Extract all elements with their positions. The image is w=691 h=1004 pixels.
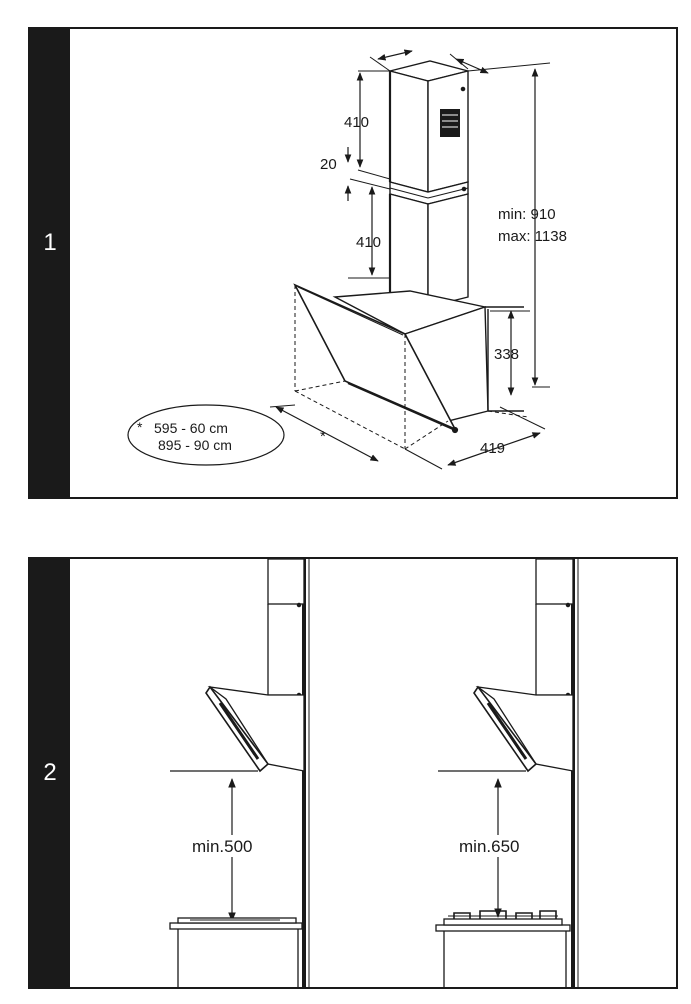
width-note: * 595 - 60 cm 895 - 90 cm [127,404,285,466]
dim-depth: 419 [480,440,505,457]
dim-body-height: 338 [494,346,519,363]
clearance-scene-electric [169,559,310,987]
clearance-label-electric-bg [192,835,274,857]
hood-dimensions-diagram: 410 20 410 min: 910 max: 1138 338 419 * … [127,49,567,470]
dim-upper-chimney: 410 [344,114,369,131]
step-2-panel: 2 [28,557,678,989]
clearance-label-gas: min.650 [459,837,519,856]
clearance-label-electric: min.500 [192,837,252,856]
width-note-line1: 595 - 60 cm [154,420,228,436]
width-note-line2: 895 - 90 cm [158,437,232,453]
clearance-diagram: min.500 [169,559,579,987]
dim-total-max: max: 1138 [498,228,567,245]
upper-chimney [388,60,469,193]
hood-body [293,283,524,434]
step-2-number: 2 [43,759,57,786]
step-1-panel: 1 [28,27,678,499]
step-1-number: 1 [43,229,57,256]
dim-gap: 20 [320,156,337,173]
clearance-label-gas-bg [458,835,540,857]
lower-chimney [388,186,469,308]
dim-lower-chimney: 410 [356,234,381,251]
dim-total-min: min: 910 [498,206,556,223]
step-1-sidebar: 1 [30,29,70,497]
clearance-scene-gas [435,559,579,987]
width-note-star: * [137,419,143,435]
dim-width-marker: * [320,428,326,445]
footprint-dashes [294,285,529,450]
step-2-sidebar: 2 [30,559,70,987]
